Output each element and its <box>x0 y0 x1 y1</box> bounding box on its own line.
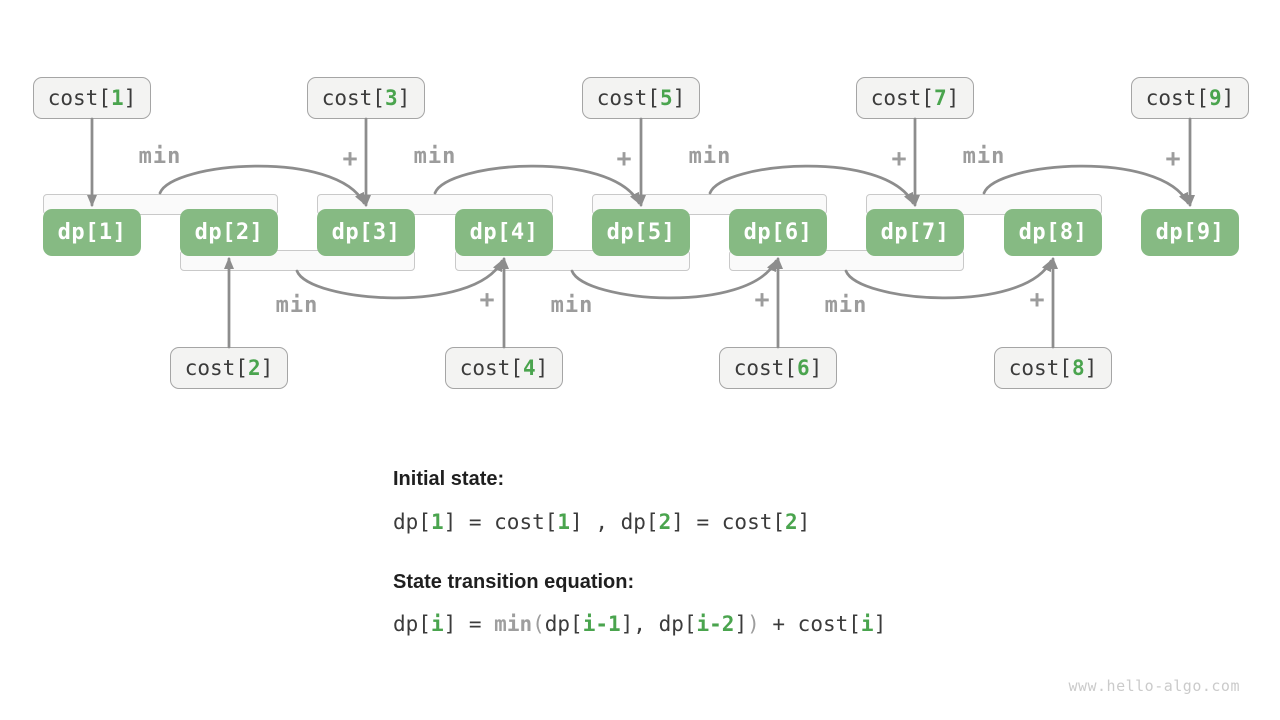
dp-node-6: dp[6] <box>729 209 827 256</box>
cost-label-post: ] <box>260 356 274 380</box>
cost-label-num: 7 <box>933 86 947 110</box>
cost-node-7: cost[7] <box>856 77 974 119</box>
cost-label-post: ] <box>809 356 823 380</box>
dp-node-4: dp[4] <box>455 209 553 256</box>
transition-equation: dp[i] = min(dp[i-1], dp[i-2]) + cost[i] <box>393 612 886 636</box>
cost-node-3: cost[3] <box>307 77 425 119</box>
equation-segment: 1 <box>430 510 444 534</box>
equation-segment: ] = <box>443 612 495 636</box>
dp-node-8: dp[8] <box>1004 209 1102 256</box>
equation-segment: 2 <box>658 510 672 534</box>
equation-segment: min <box>494 612 533 636</box>
dp-node-3: dp[3] <box>317 209 415 256</box>
equation-segment: ] , dp[ <box>570 510 659 534</box>
dp-node-9: dp[9] <box>1141 209 1239 256</box>
cost-label-post: ] <box>672 86 686 110</box>
cost-label-pre: cost[ <box>1145 86 1209 110</box>
equation-segment: dp[ <box>393 612 431 636</box>
cost-label-num: 1 <box>110 86 124 110</box>
min-label-5: min <box>688 144 732 169</box>
equation-segment: ] = cost[ <box>443 510 558 534</box>
equation-segment: ] = cost[ <box>671 510 786 534</box>
equation-segment: ], dp[ <box>620 612 697 636</box>
equation-segment: ] <box>734 612 748 636</box>
dp-node-5: dp[5] <box>592 209 690 256</box>
cost-label-pre: cost[ <box>321 86 385 110</box>
plus-label-8: + <box>1165 143 1181 173</box>
cost-label-post: ] <box>535 356 549 380</box>
dp-node-2: dp[2] <box>180 209 278 256</box>
equation-segment: i-2 <box>696 612 735 636</box>
equation-segment: ] <box>873 612 887 636</box>
equation-segment: ] <box>797 510 811 534</box>
cost-node-6: cost[6] <box>719 347 837 389</box>
cost-label-pre: cost[ <box>184 356 248 380</box>
cost-node-9: cost[9] <box>1131 77 1249 119</box>
cost-label-pre: cost[ <box>596 86 660 110</box>
cost-label-num: 5 <box>659 86 673 110</box>
cost-label-pre: cost[ <box>870 86 934 110</box>
equation-segment: i-1 <box>582 612 621 636</box>
min-label-9: min <box>275 293 319 318</box>
dp-node-7: dp[7] <box>866 209 964 256</box>
cost-label-post: ] <box>1084 356 1098 380</box>
cost-label-pre: cost[ <box>1008 356 1072 380</box>
equation-segment: i <box>430 612 444 636</box>
cost-label-post: ] <box>397 86 411 110</box>
cost-label-num: 8 <box>1071 356 1085 380</box>
plus-label-6: + <box>891 143 907 173</box>
min-label-7: min <box>962 144 1006 169</box>
equation-segment: dp[ <box>544 612 583 636</box>
cost-label-post: ] <box>1221 86 1235 110</box>
equation-segment: 1 <box>557 510 571 534</box>
cost-label-num: 6 <box>796 356 810 380</box>
initial-state-heading: Initial state: <box>393 468 505 490</box>
min-label-3: min <box>413 144 457 169</box>
initial-state-equation: dp[1] = cost[1] , dp[2] = cost[2] <box>393 510 810 534</box>
equation-segment: ( <box>532 612 545 636</box>
cost-label-num: 2 <box>247 356 261 380</box>
cost-node-8: cost[8] <box>994 347 1112 389</box>
plus-label-14: + <box>1029 284 1045 314</box>
watermark: www.hello-algo.com <box>1068 677 1240 695</box>
equation-segment: ) <box>747 612 760 636</box>
cost-label-pre: cost[ <box>47 86 111 110</box>
plus-label-2: + <box>342 143 358 173</box>
cost-label-pre: cost[ <box>733 356 797 380</box>
equation-segment: 2 <box>785 510 798 534</box>
cost-node-5: cost[5] <box>582 77 700 119</box>
min-label-13: min <box>824 293 868 318</box>
cost-label-num: 3 <box>384 86 398 110</box>
cost-label-num: 9 <box>1208 86 1222 110</box>
cost-node-1: cost[1] <box>33 77 151 119</box>
cost-label-pre: cost[ <box>459 356 523 380</box>
cost-label-post: ] <box>123 86 137 110</box>
equation-segment: i <box>860 612 874 636</box>
transition-heading: State transition equation: <box>393 571 635 593</box>
equation-segment: + cost[ <box>759 612 861 636</box>
min-label-1: min <box>138 144 182 169</box>
dp-node-1: dp[1] <box>43 209 141 256</box>
plus-label-4: + <box>616 143 632 173</box>
equation-segment: dp[ <box>393 510 431 534</box>
min-label-11: min <box>550 293 594 318</box>
plus-label-10: + <box>479 284 495 314</box>
cost-label-num: 4 <box>522 356 536 380</box>
plus-label-12: + <box>754 284 770 314</box>
cost-label-post: ] <box>946 86 960 110</box>
